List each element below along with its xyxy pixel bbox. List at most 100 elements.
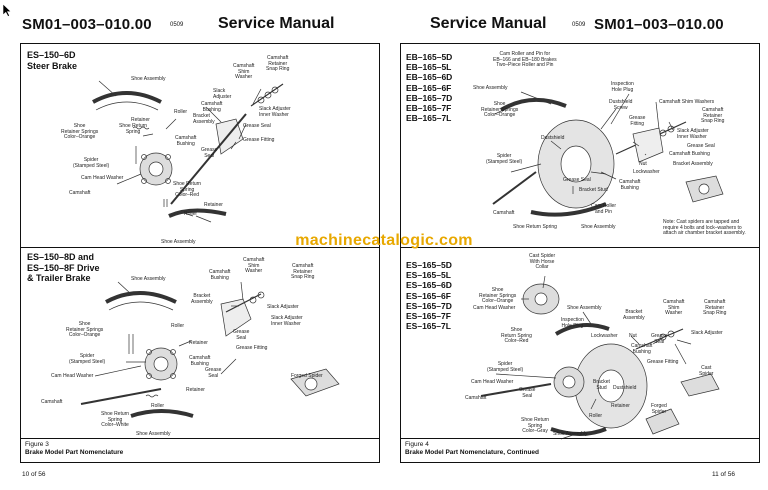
label-camshaft-shim: Camshaft Shim Washer: [243, 257, 265, 275]
figure-number: Figure 4: [405, 441, 429, 448]
model-item: EB–165–7D: [406, 92, 453, 103]
caption-rule: [401, 438, 759, 439]
label-shoe-return-spring: Shoe Return Spring: [119, 123, 148, 135]
watermark: machinecatalogic.com: [295, 232, 473, 249]
lower-model-line-3: & Trailer Brake: [27, 273, 91, 283]
label-camshaft: Camshaft: [41, 399, 63, 405]
label-shoe-assembly-2: Shoe Assembly: [161, 239, 196, 245]
label-forged-spider: Forged Spider: [291, 373, 323, 379]
label-grease-fitting: Grease Fitting: [243, 137, 275, 143]
label-camshaft-retainer: Camshaft Retainer Snap Ring: [266, 55, 290, 73]
label-grease-seal: Grease Seal: [687, 143, 715, 149]
label-roller: Roller: [589, 413, 603, 419]
label-dustshield-screw: Dustshield Screw: [609, 99, 633, 111]
cast-spider-note: Note: Cast spiders are tapped and requir…: [663, 219, 746, 237]
label-grease-fitting: Grease Fitting: [647, 359, 679, 365]
lower-models-list: ES–165–5D ES–165–5L ES–165–6D ES–165–6F …: [406, 260, 452, 331]
label-grease-fitting: Grease Fitting: [629, 115, 646, 127]
label-grease-fitting: Grease Fitting: [236, 345, 268, 351]
label-cast-spider: Cast Spider: [699, 365, 714, 377]
label-shoe-assembly-2: Shoe Assembly: [581, 224, 616, 230]
label-bracket-stud: Bracket Stud: [593, 379, 610, 391]
label-camshaft-bushing-2: Camshaft Bushing: [189, 355, 211, 367]
label-bracket-assembly: Bracket Assembly: [623, 309, 645, 321]
figure-divider: [401, 247, 759, 248]
label-cam-head-washer: Cam Head Washer: [81, 175, 124, 181]
label-camshaft-retainer: Camshaft Retainer Snap Ring: [291, 263, 315, 281]
label-slack-adjuster-inner: Slack Adjuster Inner Washer: [259, 106, 291, 118]
model-item: EB–165–7L: [406, 113, 452, 124]
label-shoe-assembly: Shoe Assembly: [473, 85, 508, 91]
label-camshaft-bushing-top: Camshaft Bushing: [201, 101, 223, 113]
label-shoe-retainer-springs: Shoe Retainer Springs Color–Orange: [61, 123, 99, 141]
label-slack-adjuster-inner: Slack Adjuster Inner Washer: [271, 315, 303, 327]
label-shoe-retainer-springs: Shoe Retainer Springs Color–Orange: [479, 287, 517, 305]
label-cast-spider-collar: Cast Spider With Horse Collar: [529, 253, 556, 271]
label-dustshield: Dustshield: [613, 385, 637, 391]
manual-title: Service Manual: [218, 15, 335, 32]
lower-model-line-1: ES–150–8D and: [27, 252, 95, 262]
upper-models-list: EB–165–5D EB–165–5L EB–165–6D EB–165–6F …: [406, 52, 452, 123]
label-shoe-return-spring-red: Shoe Return Spring Color–Red: [501, 327, 532, 345]
page-number: 11 of 56: [712, 471, 736, 478]
label-inspection-hole-plug: Inspection Hole Plug: [561, 317, 584, 329]
figure-number: Figure 3: [25, 441, 49, 448]
figure-divider: [21, 247, 379, 248]
label-retainer: Retainer: [131, 117, 150, 123]
label-camshaft-retainer: Camshaft Retainer Snap Ring: [701, 107, 725, 125]
figure-caption: Brake Model Part Nomenclature: [25, 449, 124, 456]
label-slack-adjuster-inner: Slack Adjuster Inner Washer: [677, 128, 709, 140]
figure-caption: Brake Model Part Nomenclature, Continued: [405, 449, 539, 456]
doc-code: 0509: [572, 22, 586, 28]
label-shoe-retainer-springs: Shoe Retainer Springs Color–Orange: [66, 321, 104, 339]
label-cam-roller-pin: Cam Roller and Pin for EB–166 and EB–180…: [493, 51, 557, 69]
label-forged-spider: Forged Spider: [651, 403, 667, 415]
label-shoe-assembly-2: Shoe Assembly: [553, 431, 588, 437]
model-item: ES–165–7L: [406, 321, 451, 332]
label-grease-seal-2: Grease Seal: [519, 387, 536, 399]
label-camshaft-shim: Camshaft Shim Washer: [663, 299, 685, 317]
caption-rule: [21, 438, 379, 439]
label-roller: Roller: [171, 323, 185, 329]
label-grease-seal-2: Grease Seal: [201, 147, 218, 159]
label-roller: Roller: [174, 109, 188, 115]
figure-4-drawing: [480, 91, 724, 440]
label-bracket-assembly: Bracket Assembly: [191, 293, 213, 305]
model-item: ES–165–6F: [406, 290, 451, 301]
upper-model-label: ES–150–6D Steer Brake: [27, 50, 77, 71]
label-roller-2: Roller: [151, 403, 165, 409]
label-shoe-assembly: Shoe Assembly: [131, 276, 166, 282]
upper-model-line-2: Steer Brake: [27, 60, 78, 71]
label-camshaft-bushing-2: Camshaft Bushing: [619, 179, 641, 191]
label-camshaft: Camshaft: [465, 395, 487, 401]
lower-model-line-2: ES–150–8F Drive: [27, 262, 100, 273]
label-roller-2: Roller: [184, 211, 198, 217]
label-camshaft-bushing: Camshaft Bushing: [669, 151, 710, 157]
label-retainer: Retainer: [611, 403, 630, 409]
label-camshaft-retainer: Camshaft Retainer Snap Ring: [703, 299, 727, 317]
label-cam-head-washer: Cam Head Washer: [51, 373, 94, 379]
label-shoe-assembly: Shoe Assembly: [567, 305, 602, 311]
label-shoe-assembly: Shoe Assembly: [131, 76, 166, 82]
label-inspection-hole-plug: Inspection Hole Plug: [611, 81, 634, 93]
label-shoe-return-spring-white: Shoe Return Spring Color–White: [101, 411, 130, 429]
label-spider: Spider (Stamped Steel): [486, 153, 523, 165]
label-bracket-stud: Bracket Stud: [579, 187, 608, 193]
page-number: 10 of 56: [22, 471, 46, 478]
cursor-arrow-icon: [2, 3, 12, 17]
label-camshaft-bushing: Camshaft Bushing: [631, 343, 653, 355]
doc-number: SM01–003–010.00: [594, 16, 724, 33]
figure-3-drawing: [80, 80, 340, 418]
label-camshaft-bushing: Camshaft Bushing: [175, 135, 197, 147]
label-shoe-return-spring: Shoe Return Spring: [513, 224, 557, 230]
label-shoe-return-spring-gray: Shoe Return Spring Color–Gray: [521, 417, 550, 435]
doc-number: SM01–003–010.00: [22, 16, 152, 33]
label-spider: Spider (Stamped Steel): [487, 361, 524, 373]
manual-title: Service Manual: [430, 15, 547, 32]
label-bracket-assembly: Bracket Assembly: [673, 161, 713, 167]
label-camshaft-shim: Camshaft Shim Washer: [233, 63, 255, 81]
left-page: SM01–003–010.00 0509 Service Manual: [12, 10, 384, 484]
right-page: Service Manual 0509 SM01–003–010.00: [392, 10, 764, 484]
model-item: EB–165–6D: [406, 72, 453, 83]
lower-model-label: ES–150–8D and ES–150–8F Drive & Trailer …: [27, 252, 100, 284]
